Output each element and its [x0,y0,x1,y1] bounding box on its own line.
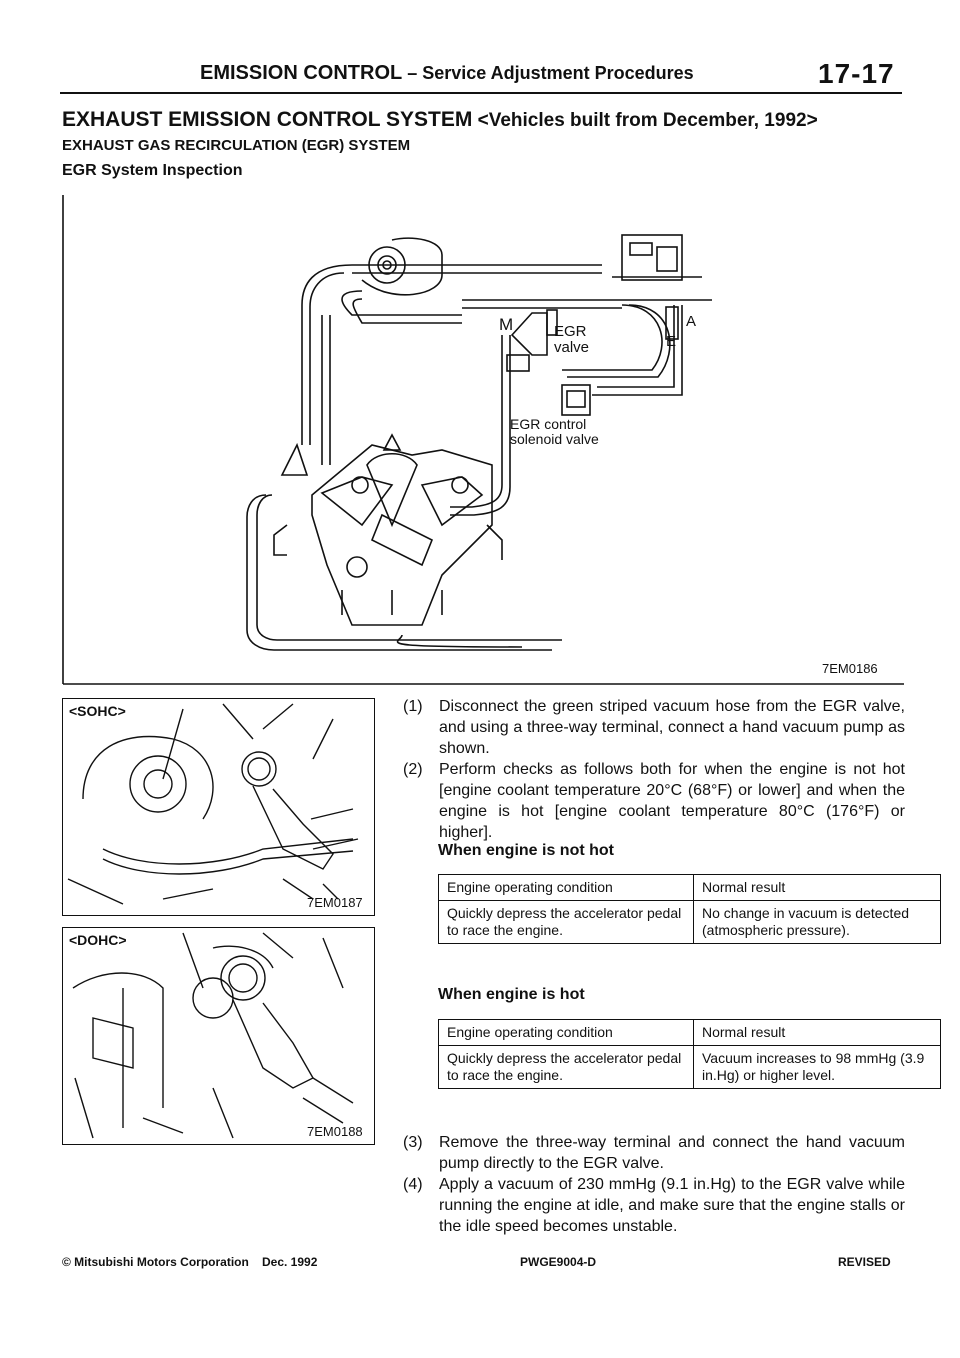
diagram-label-solenoid-1: EGR control [510,416,586,432]
photo-sohc-code: 7EM0187 [307,895,363,910]
diagram-label-solenoid-2: solenoid valve [510,431,599,447]
photo-dohc-drawing [72,932,354,1139]
step-1: (1) Disconnect the green striped vacuum … [403,696,905,759]
diagram-figure-code: 7EM0186 [822,661,878,676]
section-title: EXHAUST EMISSION CONTROL SYSTEM <Vehicle… [62,108,818,132]
photo-sohc-drawing [67,703,359,905]
footer-date: Dec. 1992 [262,1255,318,1269]
footer-doc-code: PWGE9004-D [520,1255,597,1269]
photo-dohc-code: 7EM0188 [307,1124,363,1139]
table-row: Engine operating condition Normal result [438,874,941,901]
section-title-suffix: <Vehicles built from December, 1992> [472,110,818,131]
footer-copyright: © Mitsubishi Motors Corporation [62,1255,249,1269]
table-header-cell: Normal result [693,874,941,901]
diagram-label-a: A [686,313,696,330]
table-cell: Vacuum increases to 98 mmHg (3.9 in.Hg) … [693,1045,941,1089]
table-header-cell: Normal result [693,1019,941,1046]
diagram-label-m: M [499,315,513,334]
table-header-cell: Engine operating condition [438,874,694,901]
table-cell: Quickly depress the accelerator pedal to… [438,1045,694,1089]
table-cell: Quickly depress the accelerator pedal to… [438,900,694,944]
section-header-title: EMISSION CONTROL – Service Adjustment Pr… [200,62,694,85]
table-cell: No change in vacuum is detected (atmosph… [693,900,941,944]
step-3-text: Remove the three-way terminal and connec… [439,1134,905,1172]
step-3-number: (3) [403,1134,423,1151]
header-rule [60,92,902,94]
photo-sohc-label: <SOHC> [69,703,126,719]
table-row: Quickly depress the accelerator pedal to… [438,1045,941,1089]
step-4-text: Apply a vacuum of 230 mmHg (9.1 in.Hg) t… [439,1176,905,1235]
step-3: (3) Remove the three-way terminal and co… [403,1132,905,1174]
step-2-number: (2) [403,761,423,778]
section-title-main: EXHAUST EMISSION CONTROL SYSTEM [62,108,473,131]
egr-system-diagram: M A E EGR valve EGR control solenoid val… [62,195,904,685]
section-subtitle: EXHAUST GAS RECIRCULATION (EGR) SYSTEM [62,137,411,154]
table-row: Quickly depress the accelerator pedal to… [438,900,941,944]
page-number: 17-17 [818,58,895,89]
step-1-number: (1) [403,698,423,715]
header-title-main: EMISSION CONTROL [200,62,403,84]
step-4: (4) Apply a vacuum of 230 mmHg (9.1 in.H… [403,1174,905,1237]
section-heading: EGR System Inspection [62,162,243,179]
table-row: Engine operating condition Normal result [438,1019,941,1046]
table-hot-heading: When engine is hot [438,986,585,1003]
photo-sohc: <SOHC> 7EM0187 [62,698,375,916]
table-engine-hot: Engine operating condition Normal result… [438,1019,941,1089]
step-1-text: Disconnect the green striped vacuum hose… [439,698,905,757]
diagram-label-egr-valve-2: valve [554,339,589,356]
photo-dohc: <DOHC> 7EM0188 [62,927,375,1145]
step-2: (2) Perform checks as follows both for w… [403,759,905,843]
diagram-label-e: E [666,333,676,350]
table-header-cell: Engine operating condition [438,1019,694,1046]
diagram-label-egr-valve-1: EGR [554,323,587,340]
header-title-sub: – Service Adjustment Procedures [402,63,694,83]
table-engine-not-hot: Engine operating condition Normal result… [438,874,941,944]
step-2-text: Perform checks as follows both for when … [439,761,905,841]
step-4-number: (4) [403,1176,423,1193]
footer-status: REVISED [838,1255,891,1269]
table-cold-heading: When engine is not hot [438,842,614,859]
photo-dohc-label: <DOHC> [69,932,127,948]
